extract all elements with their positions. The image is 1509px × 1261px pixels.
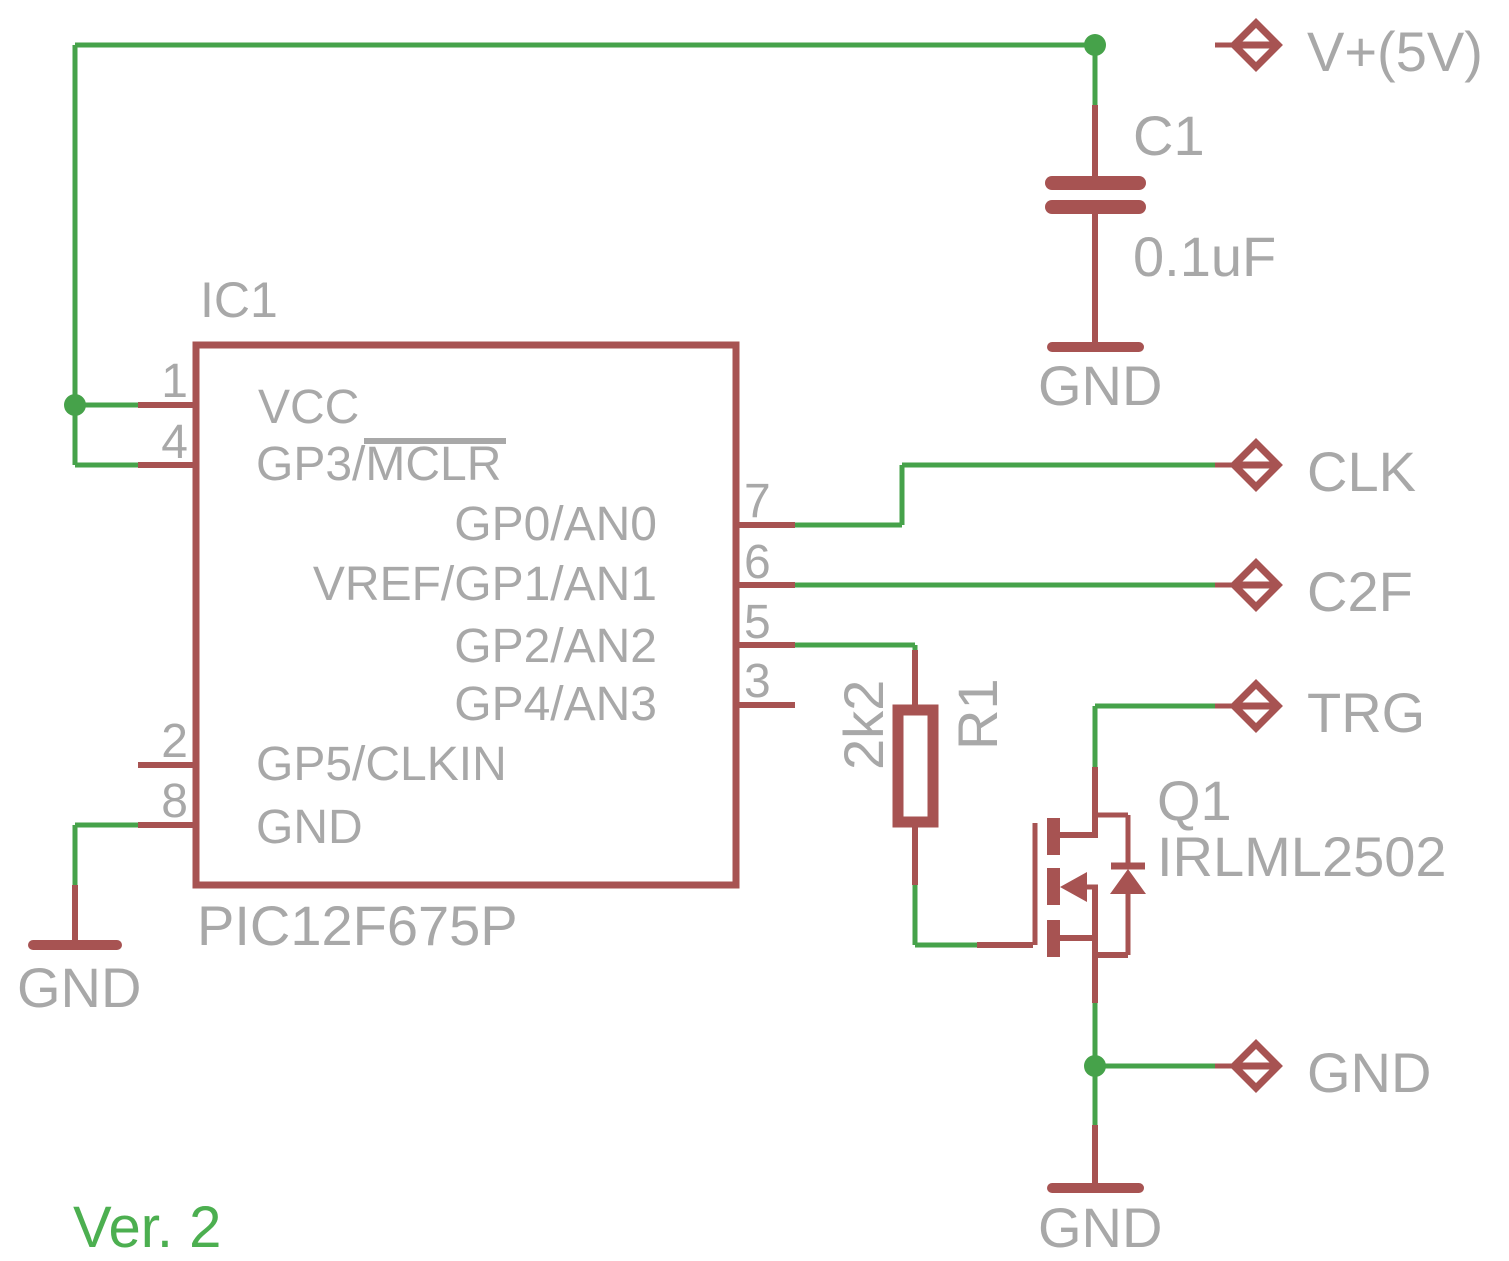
diode-triangle <box>1110 869 1146 894</box>
net-trg <box>1092 703 1215 767</box>
terminal-clk-label: CLK <box>1307 440 1416 503</box>
pin-name-gp0-an0: GP0/AN0 <box>454 498 657 551</box>
junction-dot <box>1084 1055 1106 1077</box>
pin-name-gp2-an2: GP2/AN2 <box>454 620 657 673</box>
version-label: Ver. 2 <box>73 1195 221 1260</box>
ic-gnd-label: GND <box>17 956 141 1019</box>
terminal-gnd-label: GND <box>1307 1041 1431 1104</box>
pin-number-5: 5 <box>744 596 771 649</box>
pin-name-gp3-mclr: GP3/MCLR <box>256 438 501 491</box>
pin-number-6: 6 <box>744 536 771 589</box>
ic1-ref-label: IC1 <box>200 272 278 328</box>
ic-body-outline <box>192 341 740 889</box>
q1-ref-label: Q1 <box>1157 769 1232 832</box>
pin-number-3: 3 <box>744 655 771 708</box>
capacitor-c1: C1 0.1uF GND <box>1038 104 1276 417</box>
c1-ref-label: C1 <box>1133 104 1205 167</box>
q1-gnd-label: GND <box>1038 1196 1162 1259</box>
net-vplus <box>64 34 1106 468</box>
terminal-trg-label: TRG <box>1307 681 1425 744</box>
pin-number-2: 2 <box>161 715 188 768</box>
terminal-c2f-label: C2F <box>1307 560 1413 623</box>
terminal-clk: CLK <box>1215 438 1416 503</box>
net-source-gnd <box>1084 1003 1215 1125</box>
pin-name-vref-gp1-an1: VREF/GP1/AN1 <box>313 558 657 611</box>
pin-number-8: 8 <box>161 775 188 828</box>
q1-gnd-symbol: GND <box>1038 1125 1162 1259</box>
terminal-vplus: V+(5V) <box>1215 18 1483 83</box>
c1-gnd-label: GND <box>1038 354 1162 417</box>
terminal-c2f: C2F <box>1215 558 1413 623</box>
pin-name-gnd: GND <box>256 801 363 854</box>
r1-ref-label: R1 <box>946 678 1009 750</box>
channel-bar <box>1047 868 1060 905</box>
ic-gnd-symbol: GND <box>17 885 141 1019</box>
net-ic-gnd <box>72 822 138 885</box>
pin-name-gp4-an3: GP4/AN3 <box>454 678 657 731</box>
pin-name-gp5-clkin: GP5/CLKIN <box>256 738 507 791</box>
mosfet-q1: Q1 IRLML2502 <box>977 767 1447 1003</box>
terminal-gnd: GND <box>1215 1039 1431 1104</box>
junction-dot <box>64 394 86 416</box>
q1-part-label: IRLML2502 <box>1157 825 1447 888</box>
pin-number-1: 1 <box>161 355 188 408</box>
terminal-vplus-label: V+(5V) <box>1307 20 1483 83</box>
junction-dot <box>1084 34 1106 56</box>
substrate-arrow <box>1060 872 1087 902</box>
terminal-trg: TRG <box>1215 679 1425 744</box>
resistor-r1: 2k2 R1 <box>832 650 1009 885</box>
channel-bar <box>1047 920 1060 957</box>
r1-value-label: 2k2 <box>832 680 895 770</box>
pin-number-4: 4 <box>161 416 188 469</box>
c1-value-label: 0.1uF <box>1133 225 1276 288</box>
pin-number-7: 7 <box>744 475 771 528</box>
channel-bar <box>1047 818 1060 855</box>
pin-name-vcc: VCC <box>258 381 359 434</box>
resistor-body <box>892 704 939 828</box>
ic1-part-label: PIC12F675P <box>197 894 518 957</box>
net-clk <box>795 462 1215 528</box>
ic1-symbol: IC1 PIC12F675P 1 4 2 8 7 6 5 3 VCC GP3/M… <box>138 272 795 957</box>
